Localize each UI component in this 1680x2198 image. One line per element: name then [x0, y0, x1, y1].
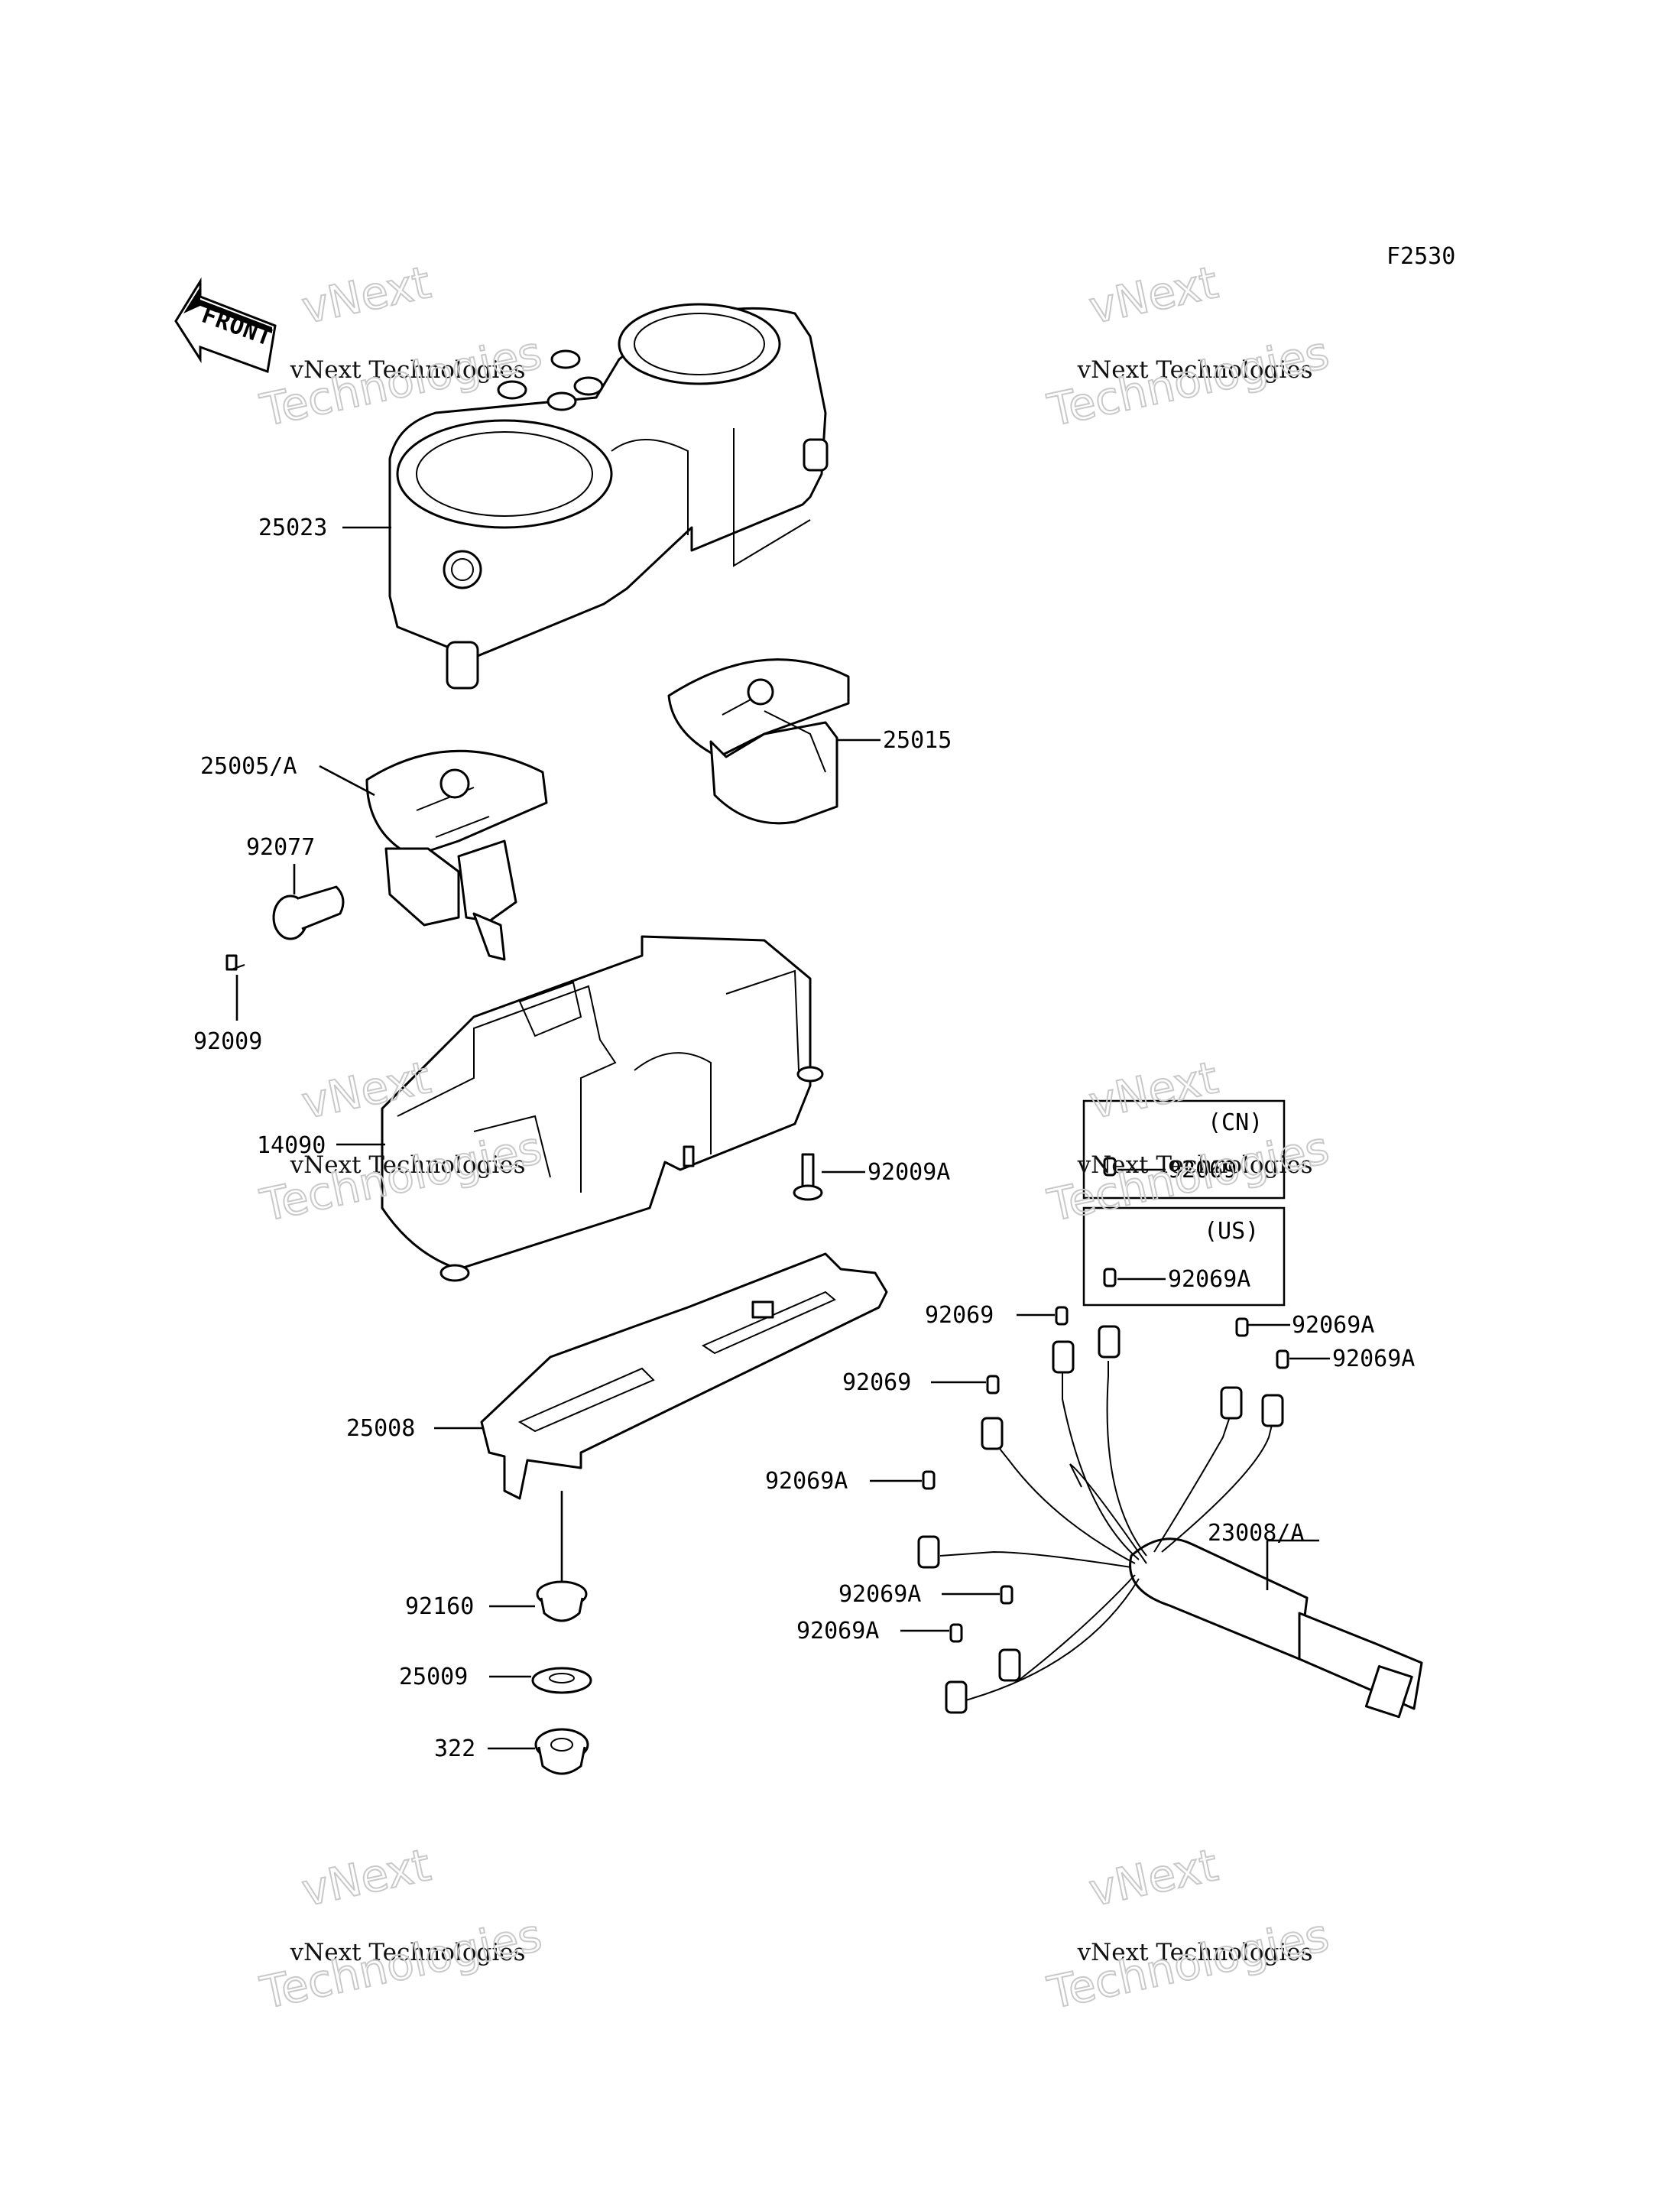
figure-code: F2530 — [1386, 243, 1455, 270]
inset-cn: (CN) 92069 — [1082, 1099, 1286, 1200]
label-bracket: 25008 — [346, 1415, 415, 1442]
watermark-line2: vNext Technologies — [290, 1151, 526, 1179]
inset-cn-part: 92069 — [1168, 1157, 1237, 1183]
speedometer-drawing — [667, 658, 881, 825]
knob-drawing — [272, 864, 345, 940]
inset-cn-title: (CN) — [1208, 1109, 1263, 1136]
watermark-line2: vNext Technologies — [1077, 356, 1313, 384]
watermark-line3: Technologies — [1043, 1909, 1334, 2019]
inset-us-title: (US) — [1204, 1218, 1259, 1245]
label-meter-cover: 25023 — [258, 515, 327, 541]
label-bulb-6: 92069A — [838, 1581, 921, 1608]
meter-cover-drawing — [388, 303, 829, 690]
label-harness: 23008/A — [1208, 1520, 1304, 1547]
damper-drawing — [489, 1580, 588, 1622]
tachometer-drawing — [319, 749, 548, 961]
inset-us-part: 92069A — [1168, 1266, 1250, 1293]
label-bulb-1: 92069 — [925, 1302, 994, 1329]
watermark: vNext vNext Technologies Technologies — [1043, 1838, 1335, 2020]
nut-drawing — [488, 1728, 589, 1775]
screw-drawing — [225, 954, 245, 1021]
harness-drawing — [870, 1306, 1423, 1719]
label-bulb-5: 92069A — [765, 1468, 848, 1495]
watermark-line1: vNext — [297, 256, 435, 334]
label-meter-case: 14090 — [257, 1132, 326, 1159]
label-damper: 92160 — [405, 1593, 474, 1620]
watermark-line1: vNext — [1085, 1839, 1222, 1917]
label-bulb-4: 92069 — [842, 1369, 911, 1396]
watermark: vNext vNext Technologies Technologies — [255, 1838, 547, 2020]
label-bulb-3: 92069A — [1332, 1346, 1415, 1372]
label-collar: 25009 — [399, 1664, 468, 1690]
label-bulb-2: 92069A — [1292, 1312, 1374, 1339]
label-speedometer: 25015 — [883, 727, 952, 754]
label-screw: 92009 — [193, 1028, 262, 1055]
label-tachometer: 25005/A — [200, 753, 297, 780]
watermark-line1: vNext — [297, 1839, 435, 1917]
screw-a-drawing — [793, 1153, 865, 1201]
label-nut: 322 — [434, 1735, 475, 1762]
watermark-line2: vNext Technologies — [290, 356, 526, 384]
watermark-line2: vNext Technologies — [1077, 1939, 1313, 1966]
watermark-line3: Technologies — [1043, 326, 1334, 437]
watermark-line2: vNext Technologies — [1077, 1151, 1313, 1179]
label-screw-a: 92009A — [868, 1159, 950, 1186]
meter-case-drawing — [336, 935, 824, 1282]
watermark-line2: vNext Technologies — [290, 1939, 526, 1966]
front-arrow-icon: FRONT — [174, 277, 277, 374]
label-bulb-7: 92069A — [796, 1618, 879, 1644]
label-knob: 92077 — [246, 834, 315, 861]
watermark: vNext vNext Technologies Technologies — [1043, 255, 1335, 437]
collar-drawing — [489, 1667, 592, 1694]
watermark-line3: Technologies — [256, 1909, 546, 2019]
bracket-drawing — [434, 1252, 888, 1583]
watermark-line1: vNext — [1085, 256, 1222, 334]
inset-us: (US) 92069A — [1082, 1206, 1286, 1307]
